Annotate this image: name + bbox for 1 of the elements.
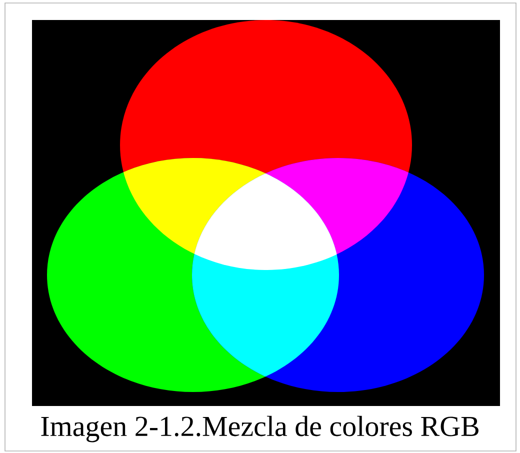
caption: Imagen 2-1.2.Mezcla de colores RGB [41,416,478,442]
